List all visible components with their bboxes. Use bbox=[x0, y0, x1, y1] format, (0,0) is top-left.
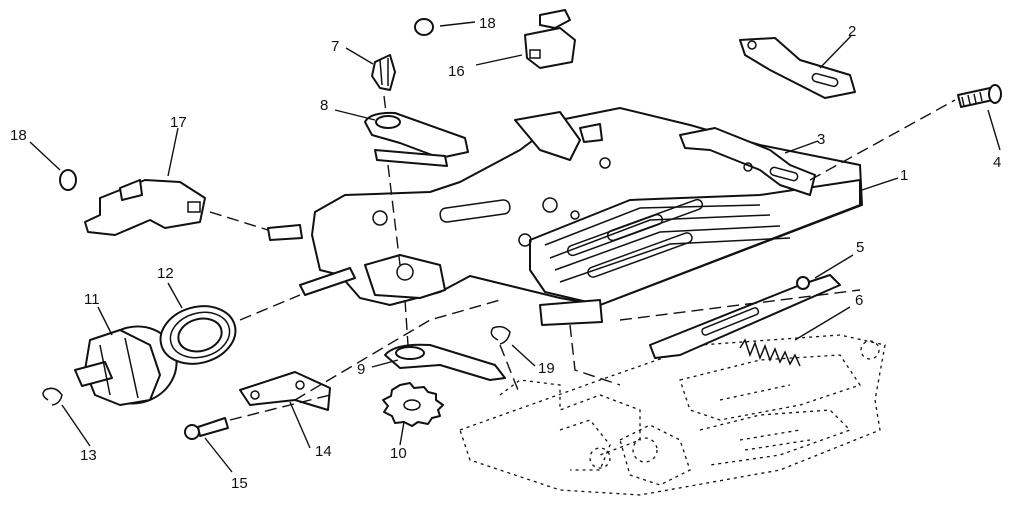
part-12-ring bbox=[159, 305, 237, 365]
callout-17: 17 bbox=[170, 114, 187, 131]
part-16-switch bbox=[524, 9, 576, 69]
part-14-bracket bbox=[239, 371, 331, 411]
callout-15: 15 bbox=[231, 475, 248, 492]
callout-16: 16 bbox=[448, 63, 465, 80]
callout-6: 6 bbox=[855, 292, 863, 309]
callout-3: 3 bbox=[817, 131, 825, 148]
callout-4: 4 bbox=[993, 154, 1001, 171]
callout-5: 5 bbox=[856, 239, 864, 256]
callout-14: 14 bbox=[315, 443, 332, 460]
lower-mechanism-outline bbox=[459, 334, 886, 496]
part-3-bracket bbox=[679, 127, 816, 196]
part-6-spring bbox=[739, 338, 801, 367]
callout-18-top: 18 bbox=[479, 15, 496, 32]
part-18-bulb-left bbox=[59, 169, 77, 191]
callout-1: 1 bbox=[900, 167, 908, 184]
part-17-switch bbox=[84, 179, 206, 236]
part-10-gear bbox=[382, 382, 444, 427]
part-18-bulb-top bbox=[414, 18, 434, 36]
callout-8: 8 bbox=[320, 97, 328, 114]
callout-7: 7 bbox=[331, 38, 339, 55]
callout-13: 13 bbox=[80, 447, 97, 464]
part-11-reel bbox=[74, 325, 178, 406]
part-15-screw bbox=[184, 417, 229, 440]
part-7-clip bbox=[371, 54, 396, 91]
part-19-clip bbox=[490, 325, 511, 345]
callout-11: 11 bbox=[84, 291, 100, 308]
callout-2: 2 bbox=[848, 23, 856, 40]
main-chassis bbox=[267, 107, 863, 326]
callout-18-left: 18 bbox=[10, 127, 27, 144]
leader-lines bbox=[29, 21, 1001, 473]
part-2-bracket bbox=[739, 37, 856, 99]
part-9-lever bbox=[384, 343, 506, 381]
part-8-lever bbox=[364, 111, 469, 167]
callouts: 1 2 3 4 5 6 7 8 9 10 11 12 13 14 15 16 1… bbox=[10, 15, 1001, 492]
callout-12: 12 bbox=[157, 265, 174, 282]
callout-10: 10 bbox=[390, 445, 407, 462]
part-5-slide-bar bbox=[649, 274, 841, 359]
callout-19: 19 bbox=[538, 360, 555, 377]
callout-9: 9 bbox=[357, 361, 365, 378]
part-13-clip bbox=[42, 387, 63, 406]
assembly-lines bbox=[209, 95, 956, 421]
part-4-screw bbox=[957, 84, 1002, 108]
